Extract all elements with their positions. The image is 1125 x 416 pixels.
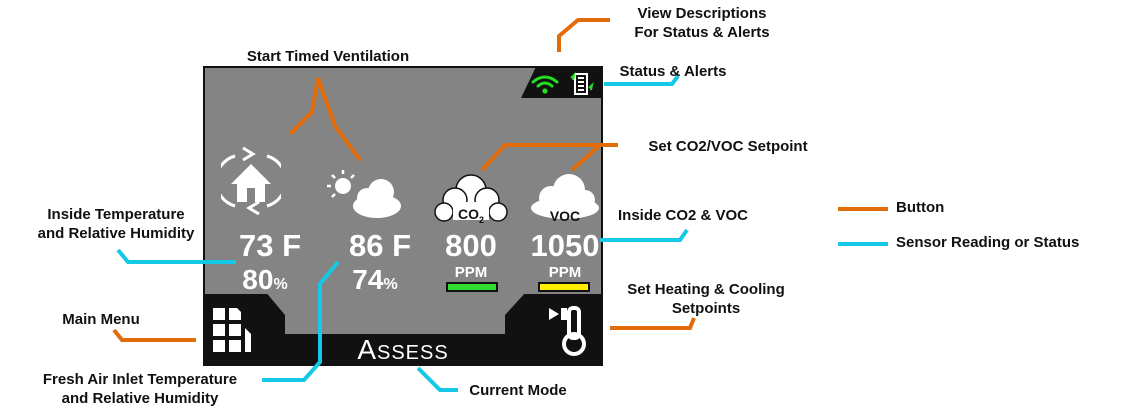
co2-level-bar bbox=[446, 282, 498, 292]
callout-set-co2-voc-setpoint: Set CO2/VOC Setpoint bbox=[648, 138, 808, 155]
ventilation-house-icon[interactable] bbox=[221, 144, 281, 220]
callout-status-alerts: Status & Alerts bbox=[619, 63, 727, 80]
legend-sensor-swatch bbox=[838, 242, 888, 246]
voc-unit: PPM bbox=[548, 264, 582, 281]
callout-fresh-air-inlet: Fresh Air Inlet Temperature and Relative… bbox=[42, 371, 238, 407]
legend-button-label: Button bbox=[896, 199, 945, 216]
callout-start-timed-ventilation: Start Timed Ventilation bbox=[246, 48, 410, 65]
co2-icon-label: CO2 bbox=[457, 206, 484, 225]
voc-icon-label: VOC bbox=[549, 208, 581, 224]
inside-humidity: 80% bbox=[242, 264, 288, 295]
callout-inside-temp-humidity: Inside Temperature and Relative Humidity bbox=[37, 206, 195, 242]
callout-current-mode: Current Mode bbox=[469, 382, 567, 399]
callout-main-menu: Main Menu bbox=[62, 311, 140, 328]
filter-status-icon bbox=[570, 72, 594, 95]
voc-level-bar bbox=[538, 282, 590, 292]
current-mode-label: Assess bbox=[357, 334, 449, 365]
thermometer-icon bbox=[549, 306, 586, 356]
callout-view-descriptions: View Descriptions For Status & Alerts bbox=[634, 5, 770, 41]
outside-humidity: 74% bbox=[352, 264, 398, 295]
thermostat-screen: CO2 VOC 73 F 80% 86 F 74% 800 PPM 1050 P… bbox=[203, 66, 603, 366]
inside-temperature: 73 F bbox=[238, 228, 302, 263]
co2-unit: PPM bbox=[454, 264, 488, 281]
set-heating-cooling-button[interactable] bbox=[505, 294, 601, 364]
wifi-icon bbox=[531, 75, 559, 94]
co2-value: 800 bbox=[445, 228, 497, 263]
legend-sensor-label: Sensor Reading or Status bbox=[896, 234, 1080, 251]
outside-temperature: 86 F bbox=[348, 228, 412, 263]
callout-set-heating-cooling: Set Heating & Cooling Setpoints bbox=[627, 281, 785, 317]
legend-button-swatch bbox=[838, 207, 888, 211]
co2-cloud-icon[interactable] bbox=[431, 172, 511, 224]
grid-menu-icon bbox=[213, 308, 251, 352]
voc-cloud-icon[interactable] bbox=[527, 170, 603, 220]
sun-cloud-icon[interactable] bbox=[325, 168, 405, 220]
voc-value: 1050 bbox=[530, 228, 600, 263]
callout-inside-co2-voc: Inside CO2 & VOC bbox=[617, 207, 749, 224]
